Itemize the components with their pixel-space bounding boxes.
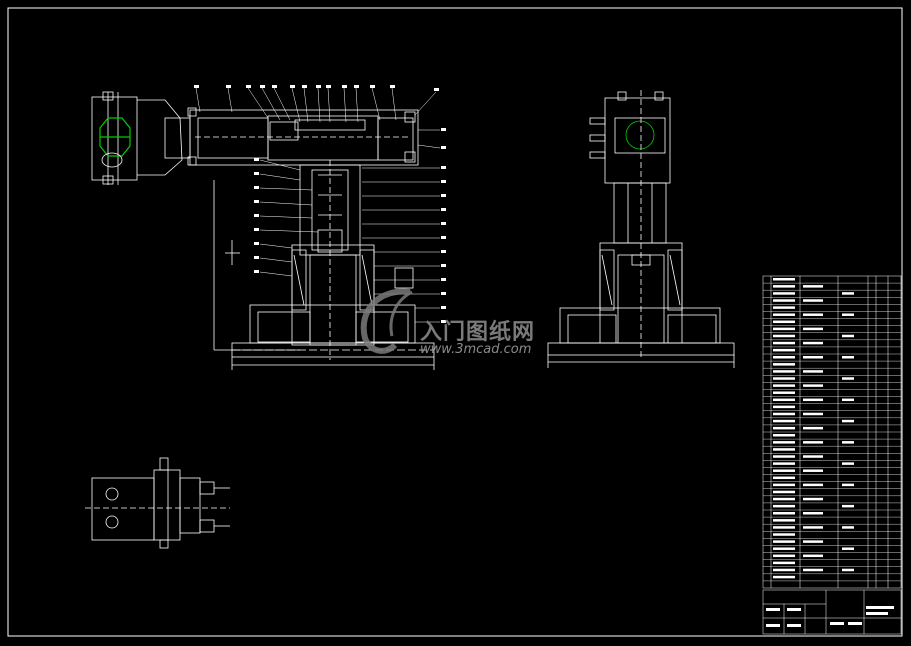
table-cell-text <box>773 469 795 472</box>
table-cell-text <box>842 547 854 550</box>
table-cell-text <box>773 356 795 359</box>
table-cell-text <box>773 476 795 480</box>
detail-view <box>85 457 230 549</box>
table-cell-text <box>773 377 795 380</box>
table-cell-text <box>773 462 795 465</box>
table-cell-text <box>803 313 823 316</box>
title-block-fills <box>766 606 894 627</box>
table-cell-text <box>842 377 854 380</box>
table-cell-text <box>803 512 823 515</box>
table-cell-text <box>773 278 795 281</box>
gripper-wheel-lower <box>101 152 123 168</box>
table-cell-text <box>773 512 795 515</box>
table-cell-text <box>803 455 823 458</box>
table-cell-text <box>773 441 795 444</box>
table-cell-text <box>773 419 795 423</box>
table-cell-text <box>803 412 823 416</box>
table-cell-text <box>773 327 795 331</box>
balloon-dots-left <box>254 158 259 273</box>
table-cell-text <box>842 398 854 402</box>
table-cell-text <box>773 490 795 494</box>
balloon-dots-right <box>441 128 446 323</box>
side-view <box>547 90 735 368</box>
table-cell-text <box>803 483 823 487</box>
table-cell-text <box>773 398 795 402</box>
table-cell-text <box>773 405 795 409</box>
table-cell-text <box>773 448 795 451</box>
table-cell-text <box>773 526 795 529</box>
table-cell-text <box>773 313 795 316</box>
table-cell-text <box>773 384 795 387</box>
front-view-leaders <box>195 87 441 323</box>
table-cell-text <box>773 547 795 550</box>
watermark-logo-icon <box>360 288 413 354</box>
table-cell-text <box>773 348 795 352</box>
front-view <box>91 91 435 370</box>
table-cell-text <box>773 292 795 295</box>
table-cell-text <box>842 356 854 359</box>
table-cell-text <box>803 426 823 430</box>
balloon-dots-top <box>194 85 439 91</box>
table-cell-text <box>773 533 795 536</box>
table-cell-text <box>773 334 795 338</box>
table-cell-text <box>803 327 823 331</box>
table-cell-text <box>842 504 854 508</box>
title-block <box>762 589 902 635</box>
table-cell-text <box>803 568 823 572</box>
table-cell-text <box>803 398 823 402</box>
table-cell-text <box>773 504 795 508</box>
table-cell-text <box>803 469 823 472</box>
table-cell-text <box>803 285 823 288</box>
table-cell-text <box>803 540 823 543</box>
table-cell-text <box>773 299 795 302</box>
table-cell-text <box>803 497 823 501</box>
table-cell-text <box>842 526 854 529</box>
table-cell-text <box>773 363 795 366</box>
table-cell-text <box>842 419 854 423</box>
table-cell-text <box>803 341 823 345</box>
table-cell-text <box>842 441 854 444</box>
table-cell-text <box>803 370 823 373</box>
table-cell-text <box>773 575 795 579</box>
table-cell-text <box>842 462 854 465</box>
table-cell-text <box>803 384 823 387</box>
parts-list-rows <box>763 278 901 582</box>
table-cell-text <box>773 519 795 522</box>
table-cell-text <box>803 356 823 359</box>
table-cell-text <box>773 497 795 501</box>
table-cell-text <box>773 540 795 543</box>
table-cell-text <box>842 483 854 487</box>
watermark-url: www.3mcad.com <box>420 342 532 357</box>
table-cell-text <box>842 313 854 316</box>
table-cell-text <box>803 554 823 558</box>
table-cell-text <box>773 341 795 345</box>
table-cell-text <box>842 568 854 572</box>
table-cell-text <box>773 483 795 487</box>
table-cell-text <box>773 426 795 430</box>
table-cell-text <box>773 561 795 565</box>
table-cell-text <box>773 412 795 416</box>
drawing-frame <box>7 7 903 637</box>
table-cell-text <box>773 320 795 324</box>
table-cell-text <box>842 334 854 338</box>
table-cell-text <box>773 434 795 437</box>
table-cell-text <box>773 554 795 558</box>
table-cell-text <box>803 526 823 529</box>
table-cell-text <box>773 285 795 288</box>
gripper-highlight <box>99 117 131 157</box>
table-cell-text <box>773 455 795 458</box>
watermark-title: 入门图纸网 <box>420 320 536 345</box>
table-cell-text <box>773 568 795 572</box>
table-cell-text <box>773 370 795 373</box>
table-cell-text <box>773 391 795 394</box>
table-cell-text <box>803 441 823 444</box>
table-cell-text <box>773 306 795 309</box>
table-cell-text <box>842 292 854 295</box>
table-cell-text <box>803 299 823 302</box>
